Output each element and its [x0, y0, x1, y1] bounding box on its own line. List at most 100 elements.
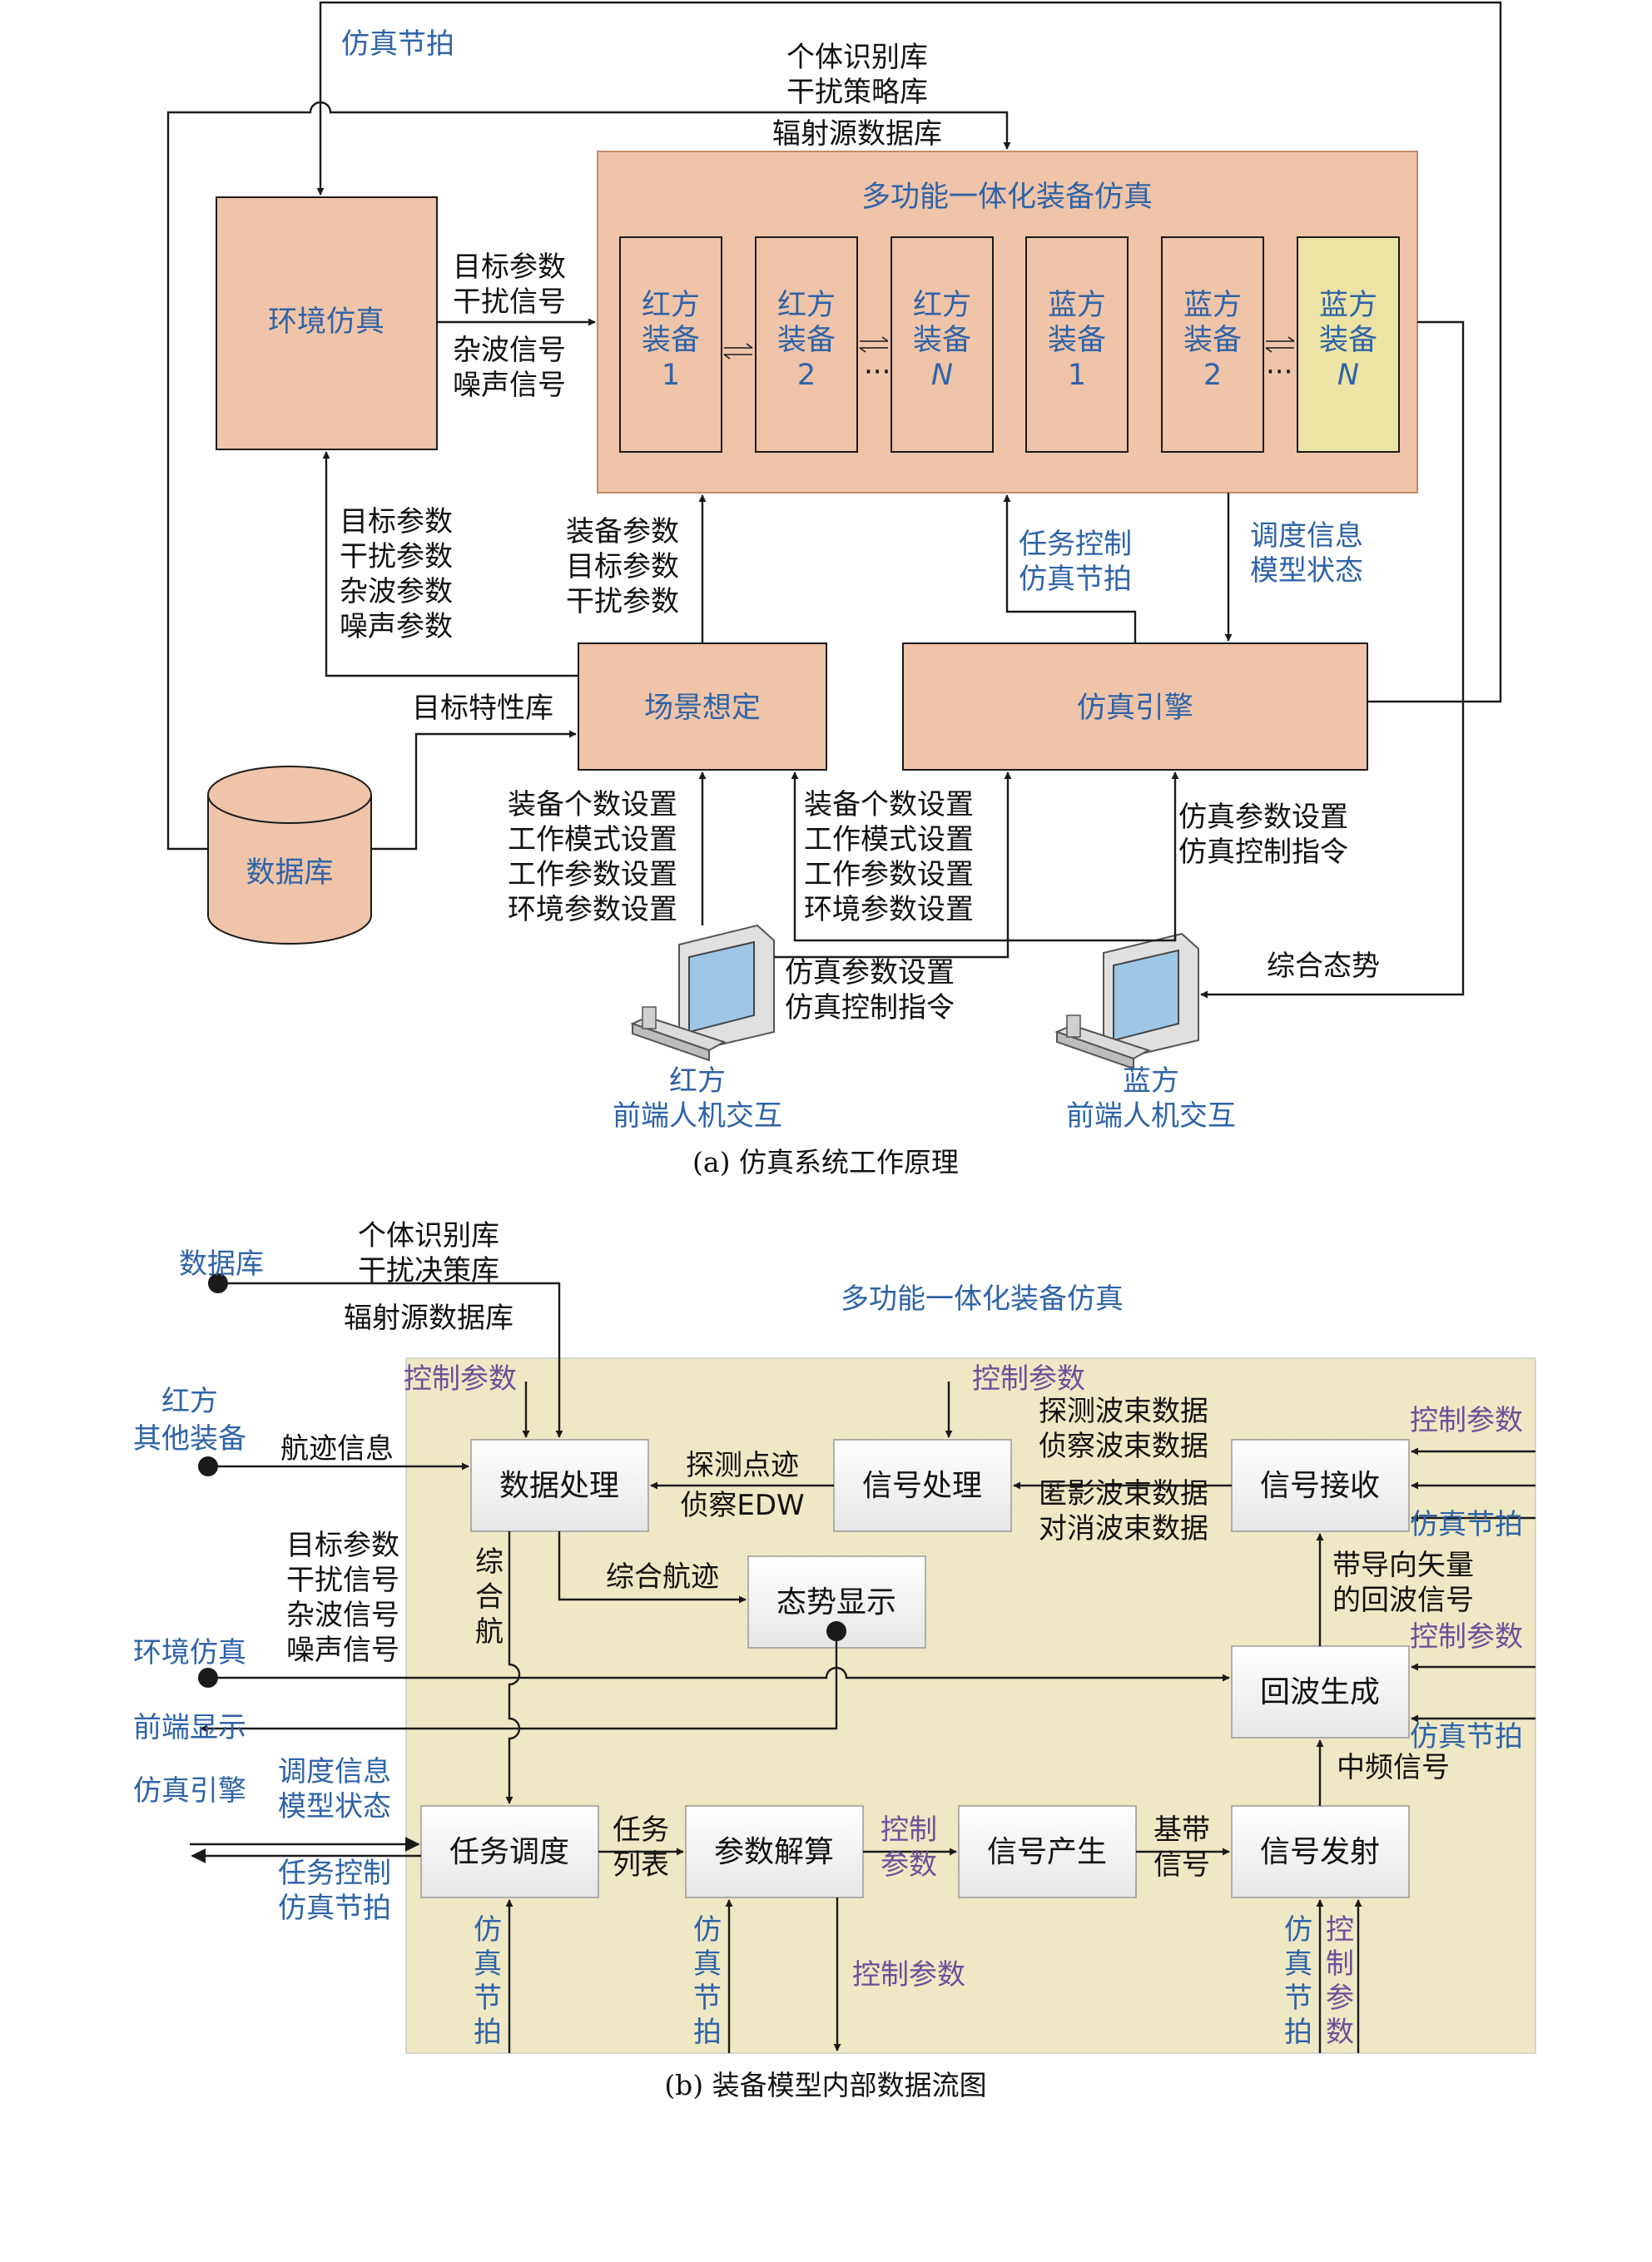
b-track-info: 航迹信息 — [280, 1432, 394, 1466]
a-env-in-2: 干扰参数 — [340, 540, 453, 573]
a-blue-param-2: 仿真控制指令 — [1178, 836, 1348, 869]
blue-computer-icon — [1054, 932, 1199, 1070]
b-ctrl-v-1: 控 — [1326, 1913, 1354, 1947]
blue-equipment-n-line1: 蓝方 — [1319, 289, 1377, 322]
b-beam-2: 侦察波束数据 — [1039, 1430, 1208, 1463]
a-dispatch-1: 调度信息 — [1250, 519, 1363, 553]
a-dispatch-2: 模型状态 — [1250, 554, 1363, 588]
b-composite-track: 综合航迹 — [606, 1560, 719, 1594]
b-beat-recv: 仿真节拍 — [1410, 1508, 1523, 1541]
connectors-a — [166, 1, 1502, 999]
a-env-in-3: 杂波参数 — [340, 575, 453, 608]
b-ctrl-2: 参数 — [881, 1848, 937, 1882]
b-env-param-3: 杂波信号 — [286, 1599, 399, 1632]
b-red-other-1: 红方 — [161, 1385, 218, 1418]
b-lib-2: 干扰决策库 — [358, 1254, 499, 1287]
connectors-b — [190, 1282, 1535, 2053]
a-red-param-1: 仿真参数设置 — [785, 956, 955, 990]
data-processing-label: 数据处理 — [499, 1469, 619, 1503]
b-ctrl-param-mid: 控制参数 — [972, 1362, 1085, 1396]
a-scenario-up-1: 装备参数 — [566, 515, 679, 548]
b-task-ctrl-2: 仿真节拍 — [278, 1892, 391, 1925]
blue-equipment-2-line1: 蓝方 — [1183, 289, 1242, 322]
b-beat-v3-3: 节 — [1284, 1982, 1312, 2015]
environment-sim-label: 环境仿真 — [268, 305, 384, 339]
a-beat-top-label: 仿真节拍 — [341, 27, 454, 61]
a-scenario-up-3: 干扰参数 — [566, 585, 679, 618]
a-blue-set-1: 装备个数设置 — [804, 788, 974, 821]
a-blue-set-2: 工作模式设置 — [804, 823, 974, 856]
b-ctrl-param-echo: 控制参数 — [1410, 1620, 1523, 1654]
param-solving-label: 参数解算 — [714, 1835, 834, 1869]
blue-equipment-1-line1: 蓝方 — [1048, 289, 1106, 322]
b-comp-v1: 综 — [475, 1545, 504, 1579]
b-dispatch-1: 调度信息 — [278, 1755, 391, 1788]
b-beam-3: 匿影波束数据 — [1039, 1477, 1208, 1510]
red-equipment-1-line2: 装备 — [642, 324, 700, 357]
b-task-ctrl-1: 任务控制 — [278, 1857, 391, 1890]
blue-equipment-2-line2: 装备 — [1183, 324, 1242, 357]
database-cylinder — [207, 766, 372, 945]
a-red-hmi-1: 红方 — [669, 1064, 726, 1098]
blue-equipment-1-line2: 装备 — [1048, 324, 1106, 357]
red-equipment-1-line1: 红方 — [642, 289, 700, 322]
blue-equipment-n-line2: 装备 — [1319, 324, 1377, 357]
param-solving-box — [685, 1805, 864, 1898]
b-baseband-1: 基带 — [1153, 1813, 1210, 1847]
blue-equipment-2-line3: 2 — [1203, 359, 1222, 392]
signal-processing-label: 信号处理 — [862, 1469, 982, 1503]
a-situation: 综合态势 — [1267, 950, 1380, 983]
database-label: 数据库 — [246, 856, 333, 890]
signal-receive-box — [1231, 1439, 1410, 1532]
sim-engine-label: 仿真引擎 — [1077, 692, 1193, 725]
b-env-param-4: 噪声信号 — [286, 1634, 399, 1667]
a-blue-set-4: 环境参数设置 — [804, 893, 974, 926]
b-env-param-2: 干扰信号 — [286, 1564, 399, 1597]
b-if-signal: 中频信号 — [1337, 1751, 1450, 1784]
a-blue-set-3: 工作参数设置 — [804, 858, 974, 891]
red-equipment-n-line1: 红方 — [913, 289, 971, 322]
a-blue-hmi-2: 前端人机交互 — [1066, 1099, 1236, 1133]
b-beat-v1-2: 真 — [474, 1947, 502, 1981]
echo-generation-label: 回波生成 — [1260, 1675, 1380, 1709]
b-task-list-2: 列表 — [613, 1848, 669, 1882]
a-lib-line3: 辐射源数据库 — [772, 117, 942, 151]
b-beat-v1-1: 仿 — [474, 1913, 502, 1947]
b-beat-v1-3: 节 — [474, 1982, 502, 2015]
b-lib-1: 个体识别库 — [358, 1219, 499, 1253]
sim-engine-box — [902, 642, 1368, 771]
red-equipment-n-box — [890, 236, 994, 453]
b-front-display: 前端显示 — [133, 1711, 246, 1744]
b-baseband-2: 信号 — [1153, 1848, 1210, 1882]
task-scheduling-box — [420, 1805, 599, 1898]
situation-display-label: 态势显示 — [776, 1585, 896, 1620]
blue-equipment-1-box — [1025, 236, 1129, 453]
signal-receive-label: 信号接收 — [1260, 1469, 1380, 1503]
a-lib-line1: 个体识别库 — [786, 41, 928, 74]
a-env-in-1: 目标参数 — [340, 505, 453, 538]
multi-equipment-sim-title: 多功能一体化装备仿真 — [861, 181, 1153, 214]
a-env-out-4: 噪声信号 — [453, 369, 566, 402]
red-equipment-n-line3: N — [931, 359, 953, 392]
blue-equipment-n-box — [1297, 236, 1400, 453]
b-comp-v3: 航 — [475, 1615, 504, 1649]
b-beam-1: 探测波束数据 — [1039, 1395, 1208, 1428]
blue-equipment-n-line3: N — [1337, 359, 1359, 392]
scenario-box — [578, 642, 827, 771]
blue-equipment-1-line3: 1 — [1068, 359, 1086, 392]
b-lib-3: 辐射源数据库 — [344, 1302, 513, 1335]
b-ctrl-param-recv: 控制参数 — [1410, 1404, 1523, 1437]
b-detect-1: 探测点迹 — [686, 1449, 799, 1482]
a-lib-line2: 干扰策略库 — [786, 76, 928, 109]
a-red-hmi-2: 前端人机交互 — [613, 1099, 782, 1133]
echo-generation-box — [1231, 1645, 1410, 1739]
b-beat-v2-2: 真 — [693, 1947, 722, 1981]
b-beam-4: 对消波束数据 — [1039, 1512, 1208, 1545]
b-beat-v3-1: 仿 — [1284, 1913, 1312, 1947]
b-ctrl-param-left: 控制参数 — [404, 1362, 517, 1396]
ellipsis-red: ··· — [864, 355, 890, 389]
b-db-label: 数据库 — [179, 1248, 264, 1281]
b-engine: 仿真引擎 — [133, 1774, 246, 1808]
